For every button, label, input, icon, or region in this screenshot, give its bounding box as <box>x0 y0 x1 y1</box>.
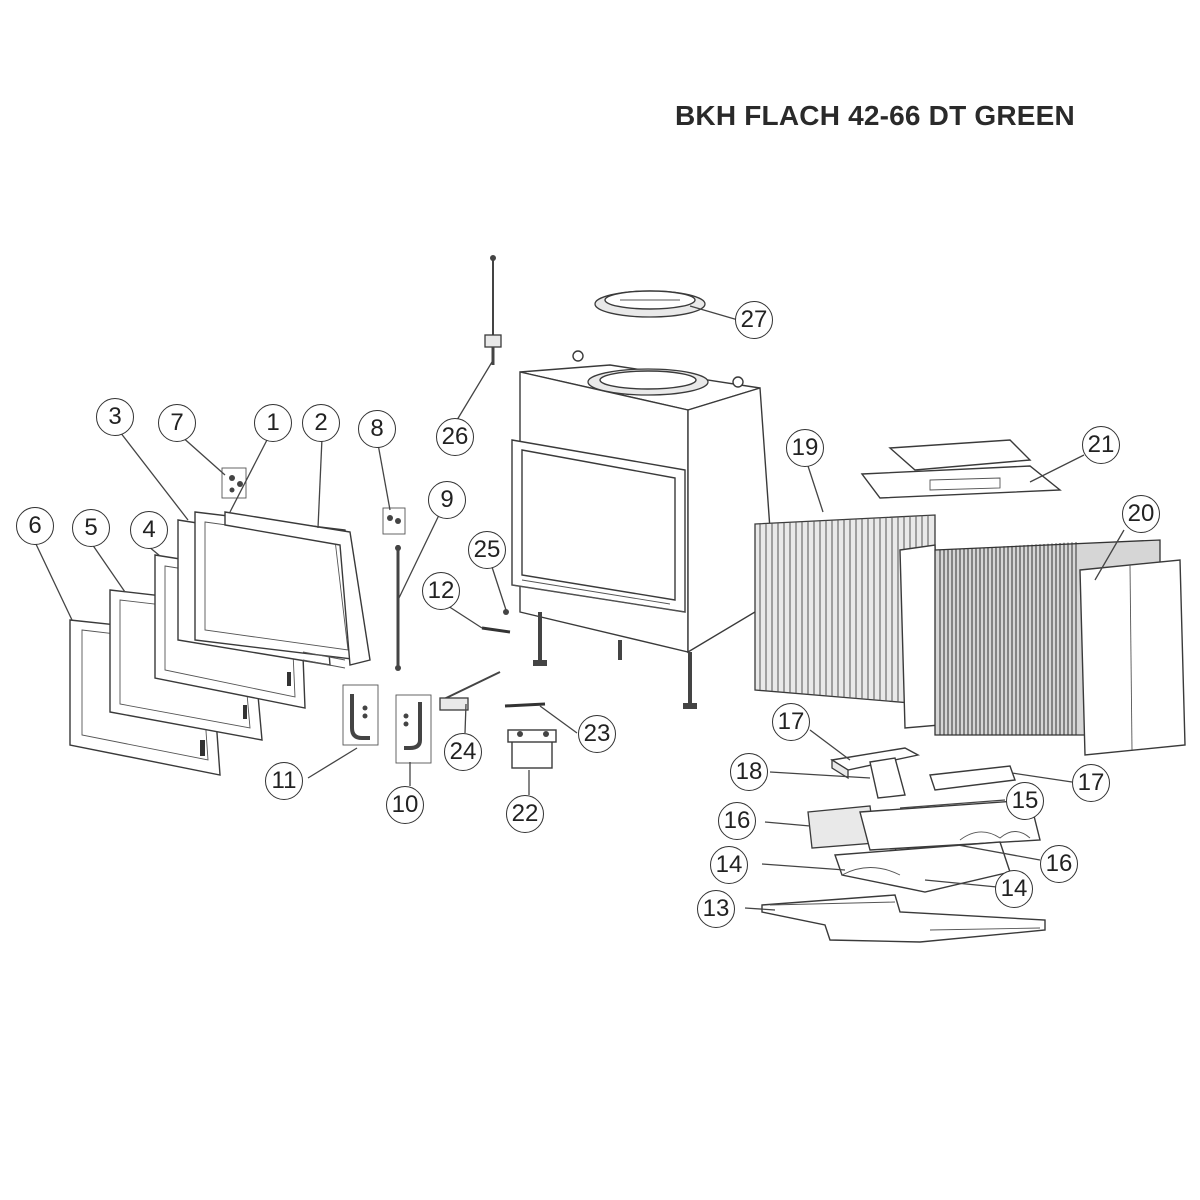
callout-18: 18 <box>730 753 768 791</box>
callout-23: 23 <box>578 715 616 753</box>
fastener-part-8 <box>382 507 406 535</box>
flue-collar-part-27 <box>594 290 706 318</box>
fireplace-body <box>511 350 776 709</box>
lever-part-12 <box>481 626 511 634</box>
callout-24: 24 <box>444 733 482 771</box>
callout-13: 13 <box>697 890 735 928</box>
brick-part-18 <box>869 757 906 799</box>
callout-17-top: 17 <box>772 703 810 741</box>
diagram-title: BKH FLACH 42-66 DT GREEN <box>675 100 1075 131</box>
callout-4: 4 <box>130 511 168 549</box>
callout-20: 20 <box>1122 495 1160 533</box>
callout-26: 26 <box>436 418 474 456</box>
callout-21: 21 <box>1082 426 1120 464</box>
callout-16-right: 16 <box>1040 845 1078 883</box>
callout-3: 3 <box>96 398 134 436</box>
bottom-tray-part-15 <box>859 799 1041 851</box>
side-lining-left <box>899 544 941 729</box>
hinge-part-7 <box>221 467 247 499</box>
callout-15: 15 <box>1006 782 1044 820</box>
callout-5: 5 <box>72 509 110 547</box>
baffle-part-21 <box>860 439 1062 499</box>
air-box-part-22 <box>507 729 557 769</box>
lining-part-20 <box>934 539 1186 756</box>
control-rod-part-26 <box>484 255 502 365</box>
callout-10: 10 <box>386 786 424 824</box>
rod-part-9 <box>395 545 401 671</box>
door-frame-1-2 <box>194 511 371 669</box>
screw-part-25 <box>503 609 509 615</box>
front-brick-part-17b <box>929 765 1016 791</box>
callout-8: 8 <box>358 410 396 448</box>
front-brick-part-17a <box>830 747 921 780</box>
callout-14-left: 14 <box>710 846 748 884</box>
callout-7: 7 <box>158 404 196 442</box>
callout-17-right: 17 <box>1072 764 1110 802</box>
handle-part-10 <box>395 694 432 764</box>
callout-9: 9 <box>428 481 466 519</box>
callout-22: 22 <box>506 795 544 833</box>
callout-19: 19 <box>786 429 824 467</box>
handle-part-11 <box>342 684 379 746</box>
callout-27: 27 <box>735 301 773 339</box>
callout-25: 25 <box>468 531 506 569</box>
leader-lines <box>34 305 1125 911</box>
callout-12: 12 <box>422 572 460 610</box>
lever-part-24 <box>439 671 501 711</box>
callout-6: 6 <box>16 507 54 545</box>
callout-2: 2 <box>302 404 340 442</box>
callout-1: 1 <box>254 404 292 442</box>
callout-16-left: 16 <box>718 802 756 840</box>
bottom-plate-part-14 <box>834 841 1011 893</box>
spring-part-23 <box>504 702 546 708</box>
callout-11: 11 <box>265 762 303 800</box>
base-plate-part-13 <box>761 894 1046 943</box>
callout-14-right: 14 <box>995 870 1033 908</box>
